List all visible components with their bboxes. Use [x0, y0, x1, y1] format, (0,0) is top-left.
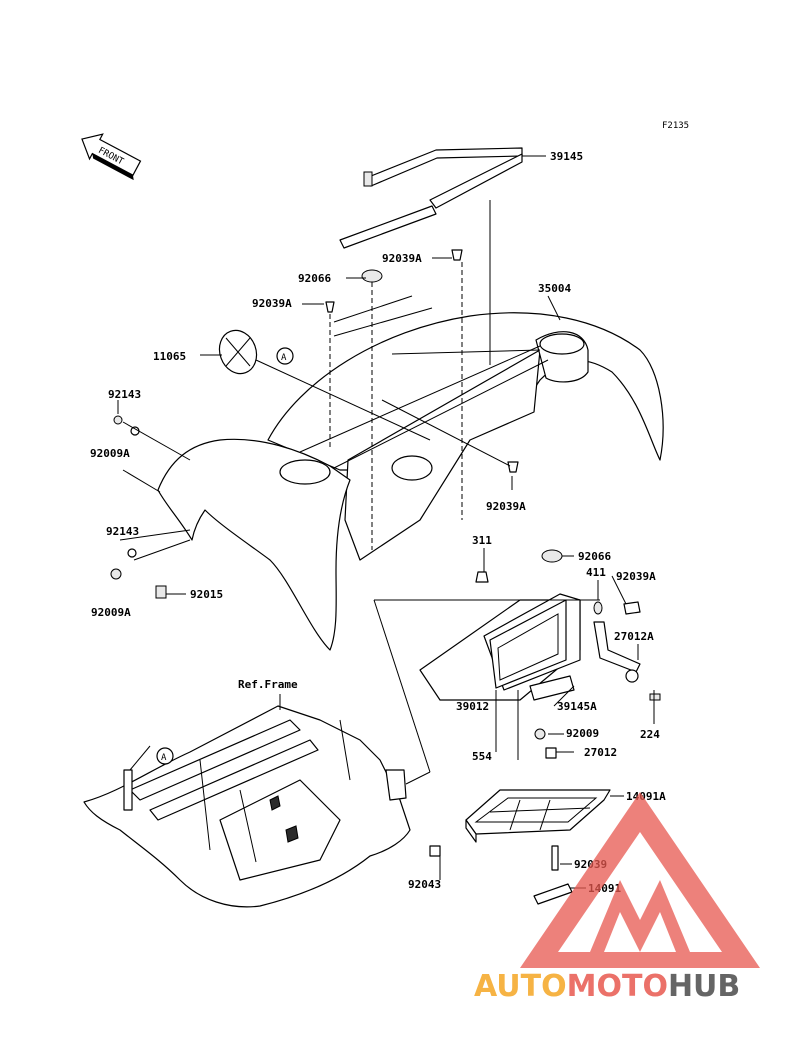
label-92015: 92015 — [190, 588, 223, 601]
automotohub-logo — [520, 792, 760, 968]
callout-a-lower-label: A — [161, 753, 167, 763]
label-92009A-lower: 92009A — [91, 606, 131, 619]
label-92039A-right: 92039A — [616, 570, 656, 583]
label-92039A-mid: 92039A — [486, 500, 526, 513]
callout-a-lower: A — [156, 747, 174, 765]
fasteners — [110, 249, 519, 599]
watermark-hub: HUB — [668, 969, 740, 1004]
handle-bar-39145 — [339, 147, 523, 249]
label-92009: 92009 — [566, 727, 599, 740]
label-224: 224 — [640, 728, 660, 741]
watermark-auto: AUTO — [474, 969, 567, 1004]
label-39145A: 39145A — [557, 700, 597, 713]
box-bracket-27012A — [593, 621, 661, 701]
label-92143-upper: 92143 — [108, 388, 141, 401]
front-arrow-icon: FRONT — [81, 133, 142, 181]
label-92039A-left: 92039A — [252, 297, 292, 310]
label-27012A: 27012A — [614, 630, 654, 643]
callout-a-upper-label: A — [281, 353, 287, 363]
ref-frame-label: Ref.Frame — [238, 678, 298, 691]
lid-14091A — [465, 789, 611, 843]
box-small-parts — [429, 549, 641, 905]
label-39012: 39012 — [456, 700, 489, 713]
storage-box-39012 — [419, 593, 581, 701]
ref-frame — [83, 694, 431, 908]
label-39145: 39145 — [550, 150, 583, 163]
label-35004: 35004 — [538, 282, 571, 295]
seal-strip-39145A — [529, 675, 575, 701]
label-411: 411 — [586, 566, 606, 579]
callout-a-upper: A — [276, 347, 294, 365]
rear-fender-35004 — [267, 312, 664, 561]
label-92143-lower: 92143 — [106, 525, 139, 538]
label-92066-top: 92066 — [298, 272, 331, 285]
label-92043: 92043 — [408, 878, 441, 891]
logo-triangle-icon — [520, 792, 760, 968]
leader-lines-upper — [117, 155, 561, 595]
leader-lines-lower — [373, 548, 655, 889]
label-92039A-top: 92039A — [382, 252, 422, 265]
part-labels: 39145 92039A 92066 35004 92039A 11065 92… — [90, 150, 666, 895]
watermark-text: AUTOMOTOHUB — [474, 969, 740, 1004]
label-27012: 27012 — [584, 746, 617, 759]
label-554: 554 — [472, 750, 492, 763]
reflector-11065 — [218, 329, 258, 375]
label-311: 311 — [472, 534, 492, 547]
figure-code: F2135 — [662, 121, 689, 131]
label-92009A-upper: 92009A — [90, 447, 130, 460]
label-11065: 11065 — [153, 350, 186, 363]
label-92066-right: 92066 — [578, 550, 611, 563]
front-fender — [157, 438, 351, 651]
watermark-moto: MOTO — [567, 969, 668, 1004]
